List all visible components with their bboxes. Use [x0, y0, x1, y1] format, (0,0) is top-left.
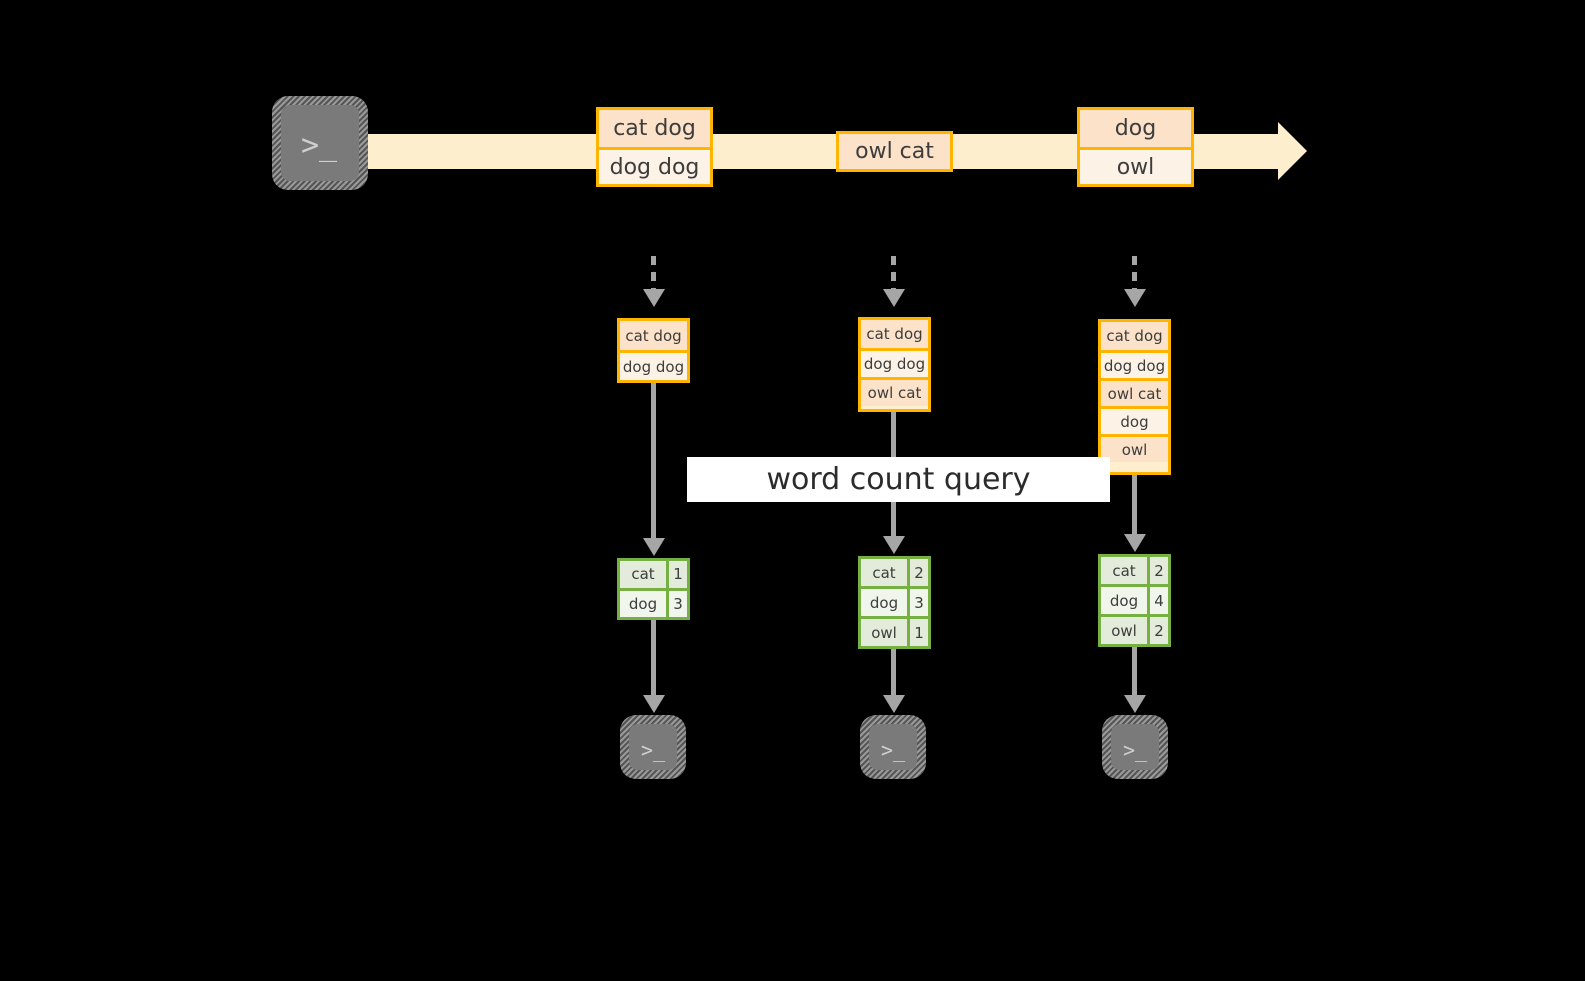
- stream-event-line: owl cat: [839, 134, 950, 169]
- snapshot-3-result-table: cat 2 dog 4 owl 2: [1098, 554, 1171, 647]
- terminal-screen: [869, 724, 917, 770]
- buffer-line: cat dog: [1101, 322, 1168, 350]
- stream-event-group-3: dog owl: [1077, 107, 1194, 187]
- result-to-sink-arrowhead-2: [883, 695, 905, 713]
- stream-to-buffer-connector-1: [651, 256, 656, 292]
- buffer-to-result-arrowhead-2: [883, 536, 905, 554]
- result-word: cat: [1101, 557, 1147, 584]
- result-count: 1: [666, 561, 687, 588]
- buffer-line: dog dog: [861, 348, 928, 377]
- buffer-line: cat dog: [861, 320, 928, 348]
- terminal-prompt-glyph: >_: [1123, 738, 1148, 762]
- stream-to-buffer-connector-3: [1132, 256, 1137, 292]
- snapshot-2-sink-terminal-icon: >_: [860, 715, 926, 779]
- result-count: 3: [907, 589, 928, 616]
- buffer-line: dog: [1101, 406, 1168, 434]
- snapshot-1-buffer: cat dog dog dog: [617, 318, 690, 383]
- result-word: dog: [620, 590, 666, 617]
- buffer-line: dog dog: [620, 350, 687, 380]
- buffer-to-result-arrowhead-3: [1124, 534, 1146, 552]
- result-row: owl 1: [861, 616, 928, 646]
- buffer-line: owl: [1101, 434, 1168, 462]
- result-count: 3: [666, 590, 687, 617]
- result-row: cat 1: [620, 561, 687, 588]
- snapshot-1-result-table: cat 1 dog 3: [617, 558, 690, 620]
- result-row: dog 3: [861, 586, 928, 616]
- stream-to-buffer-arrowhead-3: [1124, 289, 1146, 307]
- result-to-sink-connector-2: [891, 649, 896, 698]
- result-to-sink-arrowhead-1: [643, 695, 665, 713]
- result-word: dog: [1101, 587, 1147, 614]
- buffer-line: owl cat: [861, 377, 928, 406]
- result-word: cat: [861, 559, 907, 586]
- buffer-line: owl cat: [1101, 378, 1168, 406]
- result-count: 1: [907, 619, 928, 646]
- result-row: dog 3: [620, 587, 687, 617]
- stream-event-line: dog dog: [599, 147, 710, 184]
- snapshot-3-buffer: cat dog dog dog owl cat dog owl: [1098, 319, 1171, 475]
- result-row: cat 2: [1101, 557, 1168, 584]
- query-label: word count query: [687, 457, 1110, 502]
- stream-event-line: dog: [1080, 110, 1191, 147]
- buffer-to-result-arrowhead-1: [643, 538, 665, 556]
- terminal-prompt-glyph: >_: [641, 738, 666, 762]
- terminal-screen: [1111, 724, 1159, 770]
- result-row: dog 4: [1101, 584, 1168, 614]
- source-terminal-icon: >_: [272, 96, 368, 190]
- terminal-prompt-glyph: >_: [881, 738, 906, 762]
- stream-event-group-2: owl cat: [836, 131, 953, 172]
- terminal-screen: [629, 724, 677, 770]
- result-row: cat 2: [861, 559, 928, 586]
- stream-event-line: owl: [1080, 147, 1191, 184]
- stream-to-buffer-arrowhead-2: [883, 289, 905, 307]
- result-to-sink-connector-3: [1132, 647, 1137, 698]
- snapshot-1-sink-terminal-icon: >_: [620, 715, 686, 779]
- stream-to-buffer-connector-2: [891, 256, 896, 292]
- stream-event-line: cat dog: [599, 110, 710, 147]
- terminal-screen: [281, 105, 359, 181]
- result-count: 2: [1147, 617, 1168, 644]
- result-count: 2: [907, 559, 928, 586]
- buffer-to-result-connector-3: [1132, 475, 1137, 537]
- result-count: 2: [1147, 557, 1168, 584]
- result-word: owl: [861, 619, 907, 646]
- snapshot-2-buffer: cat dog dog dog owl cat: [858, 317, 931, 412]
- terminal-prompt-glyph: >_: [301, 128, 338, 163]
- result-count: 4: [1147, 587, 1168, 614]
- event-stream-arrowhead: [1278, 122, 1307, 180]
- stream-to-buffer-arrowhead-1: [643, 289, 665, 307]
- buffer-line: cat dog: [620, 321, 687, 350]
- result-word: owl: [1101, 617, 1147, 644]
- result-to-sink-connector-1: [651, 620, 656, 698]
- result-to-sink-arrowhead-3: [1124, 695, 1146, 713]
- result-word: cat: [620, 561, 666, 588]
- stream-event-group-1: cat dog dog dog: [596, 107, 713, 187]
- buffer-to-result-connector-1: [651, 383, 656, 541]
- snapshot-2-result-table: cat 2 dog 3 owl 1: [858, 556, 931, 649]
- result-word: dog: [861, 589, 907, 616]
- buffer-line: dog dog: [1101, 350, 1168, 378]
- snapshot-3-sink-terminal-icon: >_: [1102, 715, 1168, 779]
- result-row: owl 2: [1101, 614, 1168, 644]
